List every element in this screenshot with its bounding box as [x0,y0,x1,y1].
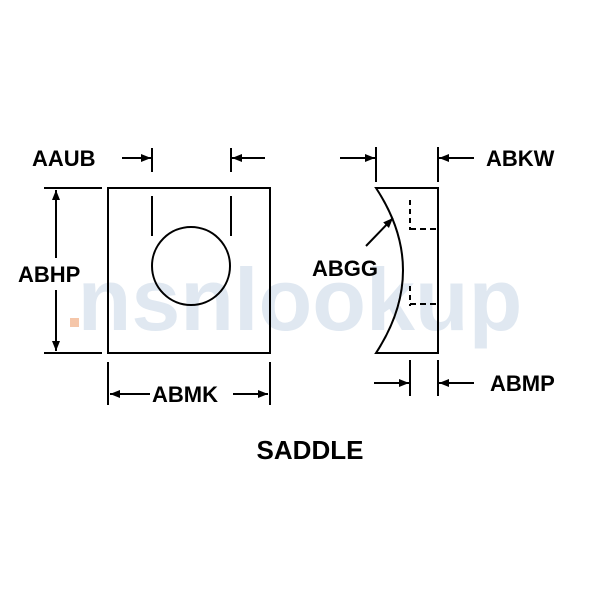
abmk-label: ABMK [152,382,218,407]
abmp-dimension [374,360,474,396]
abgg-leader [365,217,394,247]
saddle-front-outline [107,187,271,354]
abhp-dimension [44,187,102,354]
saddle-side-outline [374,187,439,354]
abkw-dimension [340,147,474,182]
aaub-label: AAUB [32,146,96,171]
center-hole [151,226,231,306]
abhp-label: ABHP [18,262,80,287]
abkw-label: ABKW [486,146,555,171]
aaub-dimension [122,148,265,172]
abmk-dimension [107,362,271,405]
diagram-caption: SADDLE [257,435,364,465]
abgg-label: ABGG [312,256,378,281]
watermark-dot [70,318,79,327]
watermark-text: nsnlookup [78,250,523,349]
front-view [107,187,271,354]
abmp-label: ABMP [490,371,555,396]
side-view [374,187,439,354]
